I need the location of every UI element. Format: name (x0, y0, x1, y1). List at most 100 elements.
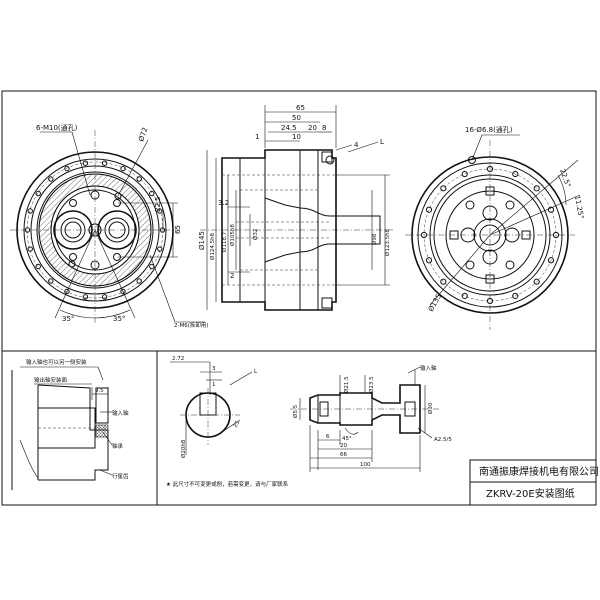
side-dim-4: 4 (354, 141, 359, 149)
bolt-hole (425, 257, 433, 264)
bolt-hole (35, 190, 41, 197)
side-dim-24-5: 24.5 (281, 124, 297, 132)
title-drawing: ZKRV-20E安装图纸 (486, 487, 575, 500)
detail-left-note1: 输出轴安装面 (34, 376, 68, 384)
detail-mid-panel: 2.72 3 1 L Ø20h8 25 ★ 此尺寸不可变更或削，若需变更，请与厂… (166, 356, 289, 488)
front-left-22-5: 22.5 (154, 196, 162, 212)
side-dia-105: Ø105h8 (229, 224, 236, 246)
side-dia-98: Ø98 (371, 233, 378, 245)
bolt-hole (461, 170, 468, 178)
bolt-hole (157, 246, 163, 252)
bolt-hole (512, 292, 519, 300)
detail-mid-2-72: 2.72 (172, 356, 184, 362)
shaft-a25: A2.5/5 (434, 437, 452, 443)
bolt-hole (64, 288, 70, 295)
bolt-hole (533, 278, 540, 285)
detail-mid-note: ★ 此尺寸不可变更或削，若需变更，请与厂家联系 (166, 480, 289, 488)
bolt-hole (120, 288, 126, 295)
side-letter-L: L (380, 138, 384, 146)
side-dim-1: 1 (255, 133, 259, 141)
bolt-hole (420, 231, 428, 239)
bolt-hole (27, 208, 33, 214)
bolt-holes-ring (24, 160, 166, 300)
detail-mid-dia: Ø20h8 (180, 439, 187, 458)
side-dia-32: Ø32 (252, 229, 259, 240)
side-dim-3-2: 3.2 (218, 199, 229, 207)
shaft-dia-5-5: Ø5.5 (292, 404, 299, 418)
side-dia-123: Ø123.5h8 (384, 228, 391, 256)
front-left-thread-bottom: 2-M6(拆卸用) (174, 321, 209, 329)
side-dia-118: Ø118.7 (221, 231, 228, 252)
bolt-hole (64, 165, 70, 172)
drawing-border (1, 90, 597, 506)
detail-left-panel: 输入轴也可以另一侧安装 输出轴安装面 9.5 输入轴 轴承 行星齿 (11, 358, 129, 490)
bolt-hole (440, 278, 447, 285)
detail-mid-3: 3 (212, 366, 216, 372)
front-right-dia-135: Ø135 (427, 293, 443, 313)
bolt-hole (82, 160, 89, 166)
shaft-dia-21-5: Ø21.5 (343, 376, 350, 393)
front-left-dia-label: Ø72 (137, 126, 149, 142)
bolt-hole (425, 206, 433, 213)
bolt-hole (486, 165, 494, 173)
side-dim-10: 10 (292, 133, 301, 141)
bolt-hole (440, 185, 447, 192)
bolt-hole (157, 208, 163, 214)
front-view-left: 6-M10(通孔) Ø72 22.5 65 35° 35° 2-M6(拆卸用) (10, 123, 209, 329)
shaft-dia-23-5: Ø23.5 (368, 376, 375, 393)
bolt-hole (136, 176, 142, 182)
shaft-100: 100 (360, 462, 371, 468)
bolt-hole (48, 176, 54, 182)
shaft-6: 6 (326, 434, 330, 440)
bolt-hole (149, 190, 155, 197)
bolt-hole (159, 227, 166, 233)
bolt-hole (547, 206, 555, 213)
title-block: 南通振康焊接机电有限公司 ZKRV-20E安装图纸 (469, 459, 599, 506)
shaft-dia-30: Ø30 (427, 402, 434, 414)
bolt-hole (101, 294, 108, 300)
bolt-hole (533, 185, 540, 192)
shaft-66: 66 (340, 452, 347, 458)
detail-left-title: 输入轴也可以另一侧安装 (26, 358, 87, 366)
bolt-hole (547, 257, 555, 264)
side-dia-124: Ø124.5h8 (209, 232, 216, 260)
bolt-hole (82, 294, 89, 300)
bolt-hole (35, 263, 41, 270)
bolt-hole (27, 246, 33, 252)
front-right-thread: 16-Ø6.8(通孔) (465, 125, 513, 134)
shaft-20: 20 (340, 443, 347, 449)
front-right-angle-11-25: 11.25° (573, 195, 585, 220)
detail-left-dim-9-5: 9.5 (95, 388, 104, 394)
shaft-45: 45° (342, 436, 352, 442)
side-dim-2: 2 (230, 272, 234, 280)
bolt-hole (136, 278, 142, 284)
side-section-view: 65 50 24.5 20 8 10 1 4 L 3.2 2 Ø145 Ø124… (198, 104, 395, 311)
bolt-hole (552, 231, 560, 239)
bolt-hole (149, 263, 155, 270)
detail-left-note3: 轴承 (112, 442, 124, 450)
side-dim-50: 50 (292, 114, 301, 122)
side-dia-145: Ø145 (198, 231, 206, 250)
front-right-angle-22-5: 22.5° (558, 168, 572, 189)
bolt-hole (120, 165, 126, 172)
bolt-hole (48, 278, 54, 284)
bolt-hole (486, 297, 494, 305)
bolt-hole (512, 170, 519, 178)
side-dim-8: 8 (322, 124, 326, 132)
front-left-angle-2: 35° (113, 315, 125, 323)
front-left-65: 65 (174, 225, 182, 234)
detail-mid-1: 1 (212, 382, 216, 388)
detail-mid-L: L (254, 369, 258, 375)
bolt-hole (461, 292, 468, 300)
bolt-holes-ring-right (420, 165, 560, 305)
input-shaft-drawing: Ø21.5 Ø23.5 输入轴 Ø30 Ø5.5 A2.5/5 45° 6 20… (290, 364, 452, 472)
side-dim-65: 65 (296, 104, 305, 112)
shaft-note: 输入轴 (420, 364, 437, 372)
detail-mid-25: 25 (233, 420, 242, 429)
bolt-hole (24, 227, 31, 233)
detail-left-note2: 输入轴 (112, 409, 129, 417)
front-left-angle-1: 35° (62, 315, 74, 323)
bolt-hole (101, 160, 108, 166)
side-dim-20: 20 (308, 124, 317, 132)
